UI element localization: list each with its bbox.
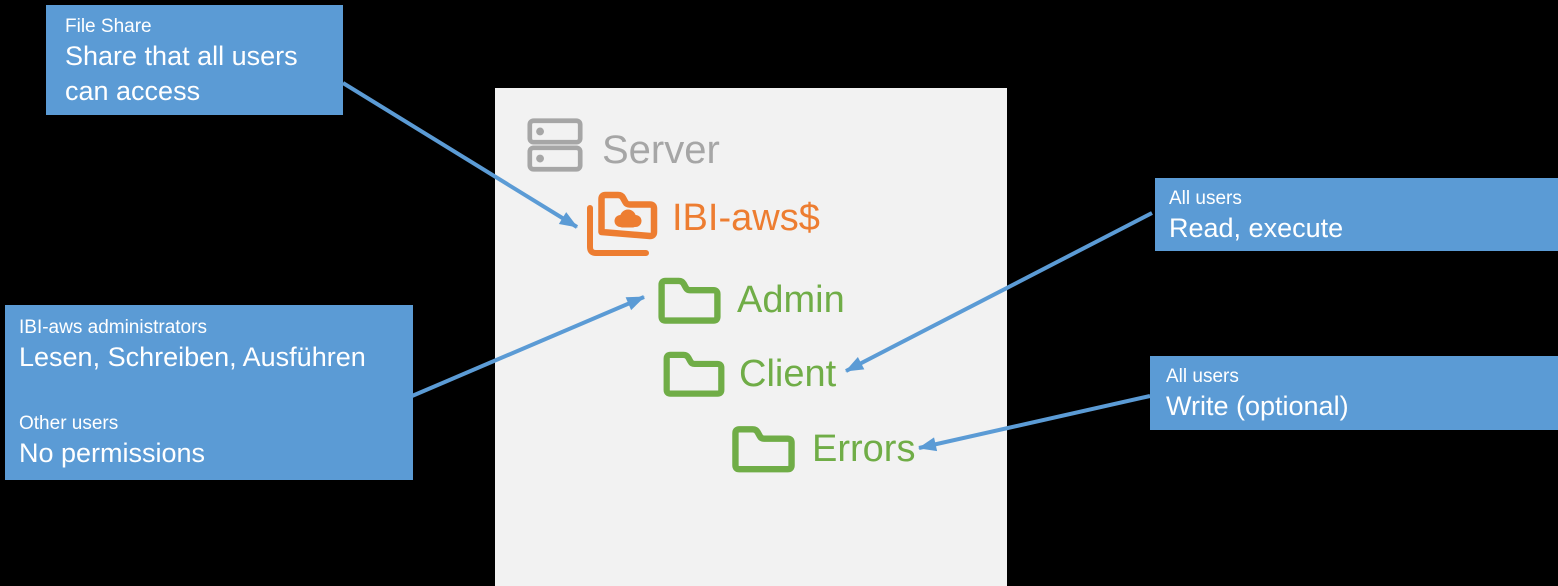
callout-all-users-read: All users Read, execute: [1155, 178, 1558, 251]
folder-icon: [663, 351, 725, 397]
folder-label-errors: Errors: [812, 427, 916, 470]
tree-item-admin: Admin: [658, 277, 845, 324]
callout-body: Share that all users can access: [65, 41, 298, 106]
callout-administrators: IBI-aws administrators Lesen, Schreiben,…: [5, 305, 413, 480]
server-label: Server: [602, 128, 720, 172]
callout-title: Other users: [19, 413, 119, 434]
callout-title: File Share: [65, 16, 152, 37]
tree-item-ibi-aws: IBI-aws$: [586, 190, 820, 260]
callout-title: All users: [1166, 366, 1239, 387]
folder-icon: [732, 426, 795, 473]
tree-item-errors: Errors: [732, 425, 915, 473]
callout-title: All users: [1169, 188, 1242, 209]
callout-body: Read, execute: [1169, 213, 1344, 243]
callout-file-share: File Share Share that all users can acce…: [46, 5, 343, 115]
callout-body: No permissions: [19, 438, 206, 468]
server-icon: [527, 117, 583, 172]
folder-label-admin: Admin: [737, 279, 845, 321]
callout-body: Write (optional): [1166, 391, 1349, 421]
shared-cloud-folder-icon: [587, 191, 658, 256]
folder-icon: [658, 277, 721, 324]
callout-body: Lesen, Schreiben, Ausführen: [19, 342, 366, 372]
callout-title: IBI-aws administrators: [19, 317, 207, 338]
tree-item-client: Client: [663, 351, 836, 397]
folder-label-client: Client: [739, 352, 837, 395]
server-row: Server: [527, 116, 720, 173]
callout-spacer: [19, 375, 405, 411]
callout-all-users-write: All users Write (optional): [1150, 356, 1558, 430]
folder-label-ibi-aws: IBI-aws$: [672, 196, 820, 239]
